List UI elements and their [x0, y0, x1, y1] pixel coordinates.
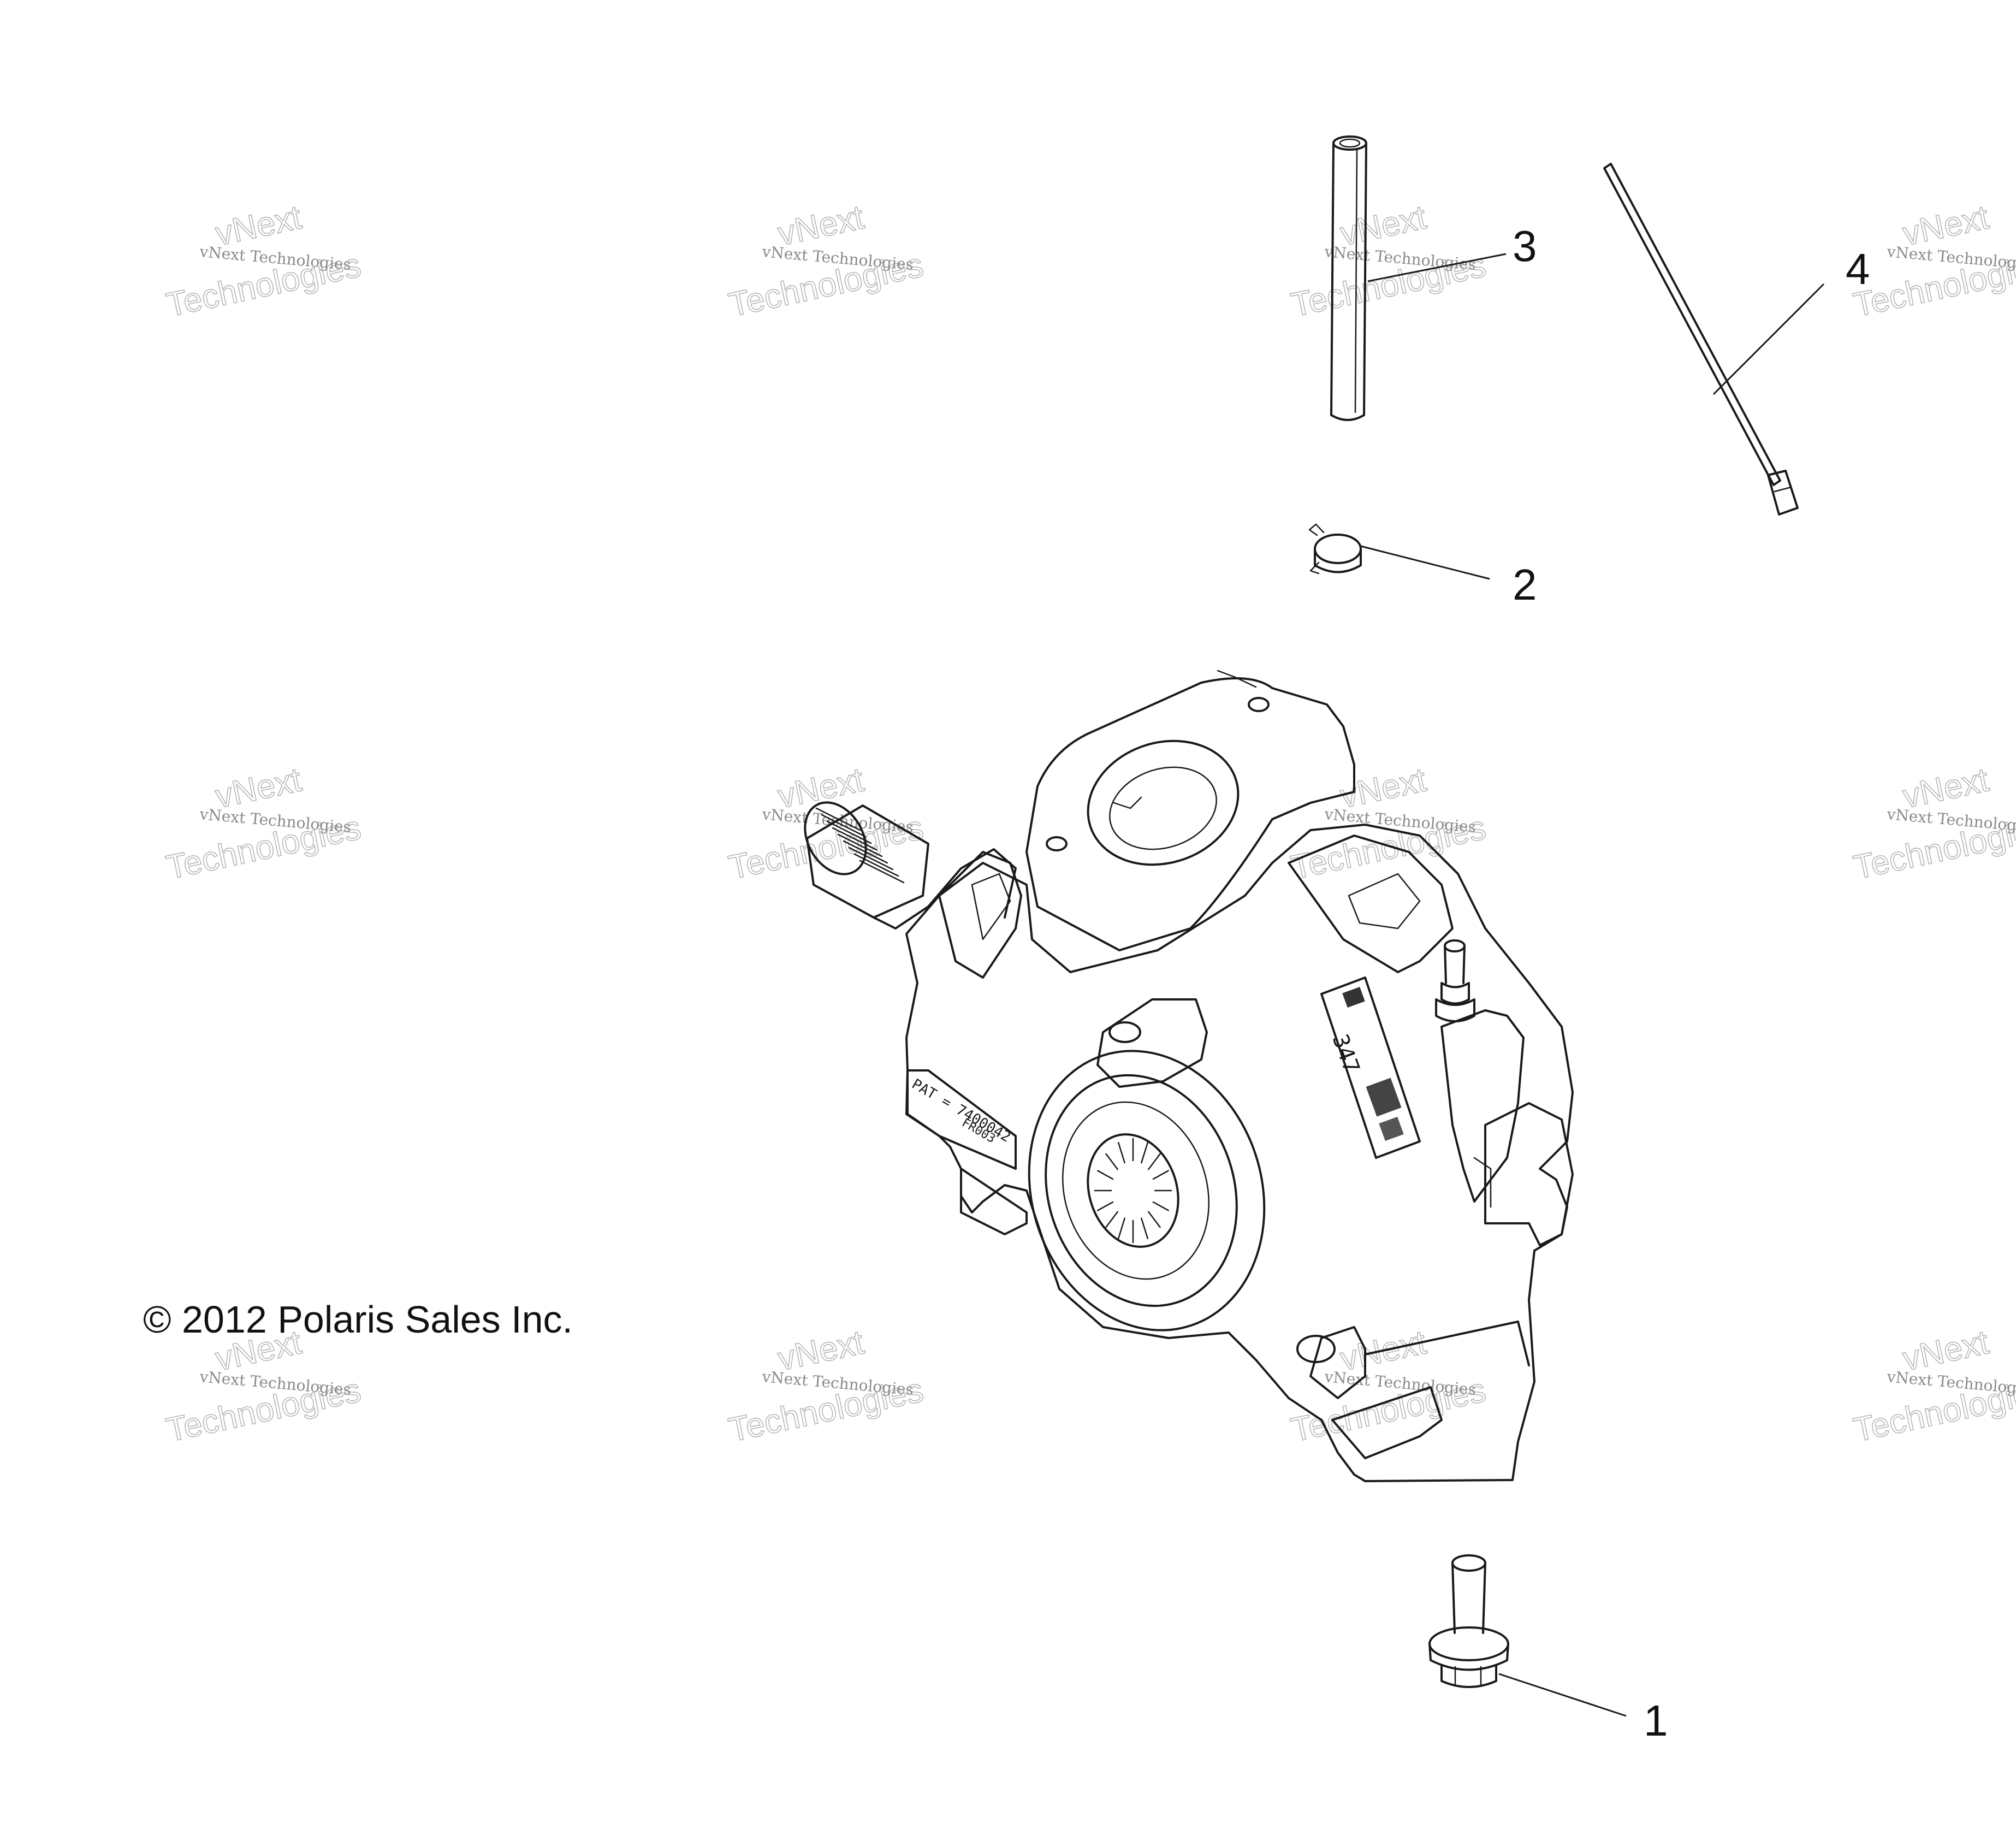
- part-2-hose-clamp: [1308, 523, 1362, 575]
- leader-1: [1498, 1673, 1627, 1717]
- output-spline-line: [1148, 1211, 1161, 1228]
- output-spline-line: [1152, 1201, 1169, 1211]
- output-spline-line: [1148, 1153, 1161, 1170]
- output-spline-line: [1152, 1170, 1169, 1180]
- output-spline-line: [1105, 1211, 1118, 1228]
- gearcase-housing: PAT = 7400042 FR003: [804, 670, 1574, 1482]
- part-4-dipstick: [1603, 163, 1799, 516]
- part-3-vent-hose: [1330, 135, 1367, 421]
- spline-line: [826, 820, 872, 844]
- spline-line: [843, 840, 888, 864]
- spline-line: [821, 814, 867, 838]
- output-spline-line: [1141, 1217, 1149, 1240]
- part-number-label: 347: [1327, 1031, 1365, 1077]
- callout-3: 3: [1513, 222, 1537, 270]
- output-spline-line: [1117, 1217, 1125, 1240]
- spline-lines: [815, 807, 905, 884]
- callout-2: 2: [1513, 560, 1537, 609]
- spline-line: [815, 807, 861, 831]
- spline-line: [832, 827, 877, 851]
- leader-4: [1712, 283, 1825, 395]
- callout-1: 1: [1644, 1696, 1668, 1745]
- output-spline-line: [1141, 1141, 1149, 1164]
- output-spline-line: [1117, 1141, 1125, 1164]
- spline-line: [848, 847, 894, 871]
- spline-line: [853, 853, 899, 877]
- part-1-bolt: [1428, 1554, 1509, 1688]
- copyright-text: © 2012 Polaris Sales Inc.: [143, 1298, 573, 1341]
- patent-label: PAT = 7400042: [909, 1076, 1013, 1146]
- leader-3: [1367, 253, 1507, 282]
- output-spline-line: [1097, 1201, 1114, 1211]
- output-spline-line: [1105, 1153, 1118, 1170]
- spline-line: [859, 860, 905, 884]
- leader-2: [1360, 545, 1490, 580]
- callout-4: 4: [1846, 245, 1870, 293]
- output-spline-lines: [1094, 1138, 1172, 1244]
- output-spline-line: [1097, 1170, 1114, 1180]
- spline-line: [837, 833, 883, 857]
